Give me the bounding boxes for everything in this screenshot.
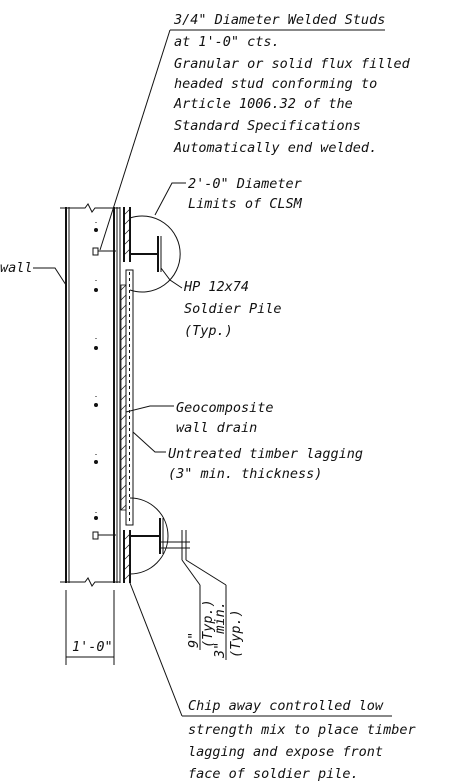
dim-3-value: 3" min. xyxy=(212,601,228,659)
clsm-leader xyxy=(154,182,186,216)
wall-label-text: wall xyxy=(0,260,33,276)
stud-note-line-2: at 1'-0" cts. xyxy=(174,34,280,50)
dim-3-typ: (Typ.) xyxy=(228,609,244,658)
dim-wall-value: 1'-0" xyxy=(72,639,113,655)
pile-note-line-3: (Typ.) xyxy=(184,323,233,339)
lagging-note-line-2: (3" min. thickness) xyxy=(168,466,322,482)
lagging-note-line-1: Untreated timber lagging xyxy=(168,446,363,462)
wall-leader xyxy=(33,267,67,286)
lagging-assembly xyxy=(116,207,134,583)
chip-note-line-2: strength mix to place timber xyxy=(188,722,416,738)
dim-9-value: 9" xyxy=(186,632,202,648)
chip-note-line-4: face of soldier pile. xyxy=(188,766,359,782)
stud-note-line-5: Article 1006.32 of the xyxy=(173,96,353,112)
welded-studs xyxy=(92,247,116,540)
hatch xyxy=(120,284,127,291)
clsm-note-line-1: 2'-0" Diameter xyxy=(188,176,303,192)
dim-3-leader xyxy=(185,559,227,586)
geocomposite-note: Geocomposite wall drain xyxy=(125,400,274,436)
clsm-note-line-2: Limits of CLSM xyxy=(188,196,303,212)
chip-leader xyxy=(129,582,183,717)
stud-head-top xyxy=(92,247,99,256)
rebar-dot xyxy=(94,346,98,350)
bottom-dimensions: 9" (Typ.) 3" min. (Typ.) xyxy=(160,530,244,660)
wall-top-break xyxy=(60,203,120,213)
clsm-note: 2'-0" Diameter Limits of CLSM xyxy=(154,176,303,216)
stud-note-line-3: Granular or solid flux filled xyxy=(174,56,411,72)
wall-width-dimension: 1'-0" xyxy=(65,590,115,665)
rebar-dot xyxy=(94,228,98,232)
geocomposite-note-line-1: Geocomposite xyxy=(176,400,274,416)
lagging-note: Untreated timber lagging (3" min. thickn… xyxy=(132,431,363,482)
stud-leader xyxy=(99,29,171,251)
wall-label: wall xyxy=(0,260,67,286)
geocomposite-hatch xyxy=(120,294,127,511)
stud-note-line-1: 3/4" Diameter Welded Studs xyxy=(173,12,385,28)
soldier-pile-top xyxy=(129,215,183,293)
geocomposite-note-line-2: wall drain xyxy=(176,420,257,436)
stud-note: 3/4" Diameter Welded Studs at 1'-0" cts.… xyxy=(99,12,411,251)
flange-hatch xyxy=(123,208,131,581)
chip-note: Chip away controlled low strength mix to… xyxy=(129,582,416,782)
pile-note-line-2: Soldier Pile xyxy=(184,301,282,317)
geocomposite-leader xyxy=(125,405,174,413)
pile-note: HP 12x74 Soldier Pile (Typ.) xyxy=(183,279,282,339)
chip-note-line-1: Chip away controlled low xyxy=(188,698,384,714)
pile-note-line-1: HP 12x74 xyxy=(183,279,249,295)
chip-note-line-3: lagging and expose front xyxy=(188,744,383,760)
rebar-dot xyxy=(94,288,98,292)
timber-lagging xyxy=(125,269,134,526)
hatch-lines xyxy=(120,294,127,511)
rebar-dot xyxy=(94,516,98,520)
dim-9-leader xyxy=(181,559,201,586)
lagging-leader xyxy=(132,431,166,453)
stud-note-line-4: headed stud conforming to xyxy=(174,76,377,92)
clsm-circle-top xyxy=(129,215,181,293)
stud-head-bottom xyxy=(92,531,99,540)
stud-note-line-6: Standard Specifications xyxy=(174,118,361,134)
dim-9-typ: (Typ.) xyxy=(200,599,216,648)
soldier-pile-bottom xyxy=(129,497,169,575)
clsm-circle-bottom xyxy=(129,497,169,575)
rebar-dot xyxy=(94,460,98,464)
stud-note-line-7: Automatically end welded. xyxy=(173,140,377,156)
wall-bottom-break xyxy=(60,577,120,587)
rebar-dot xyxy=(94,403,98,407)
concrete-wall xyxy=(60,203,120,587)
pile-leader xyxy=(160,267,183,289)
